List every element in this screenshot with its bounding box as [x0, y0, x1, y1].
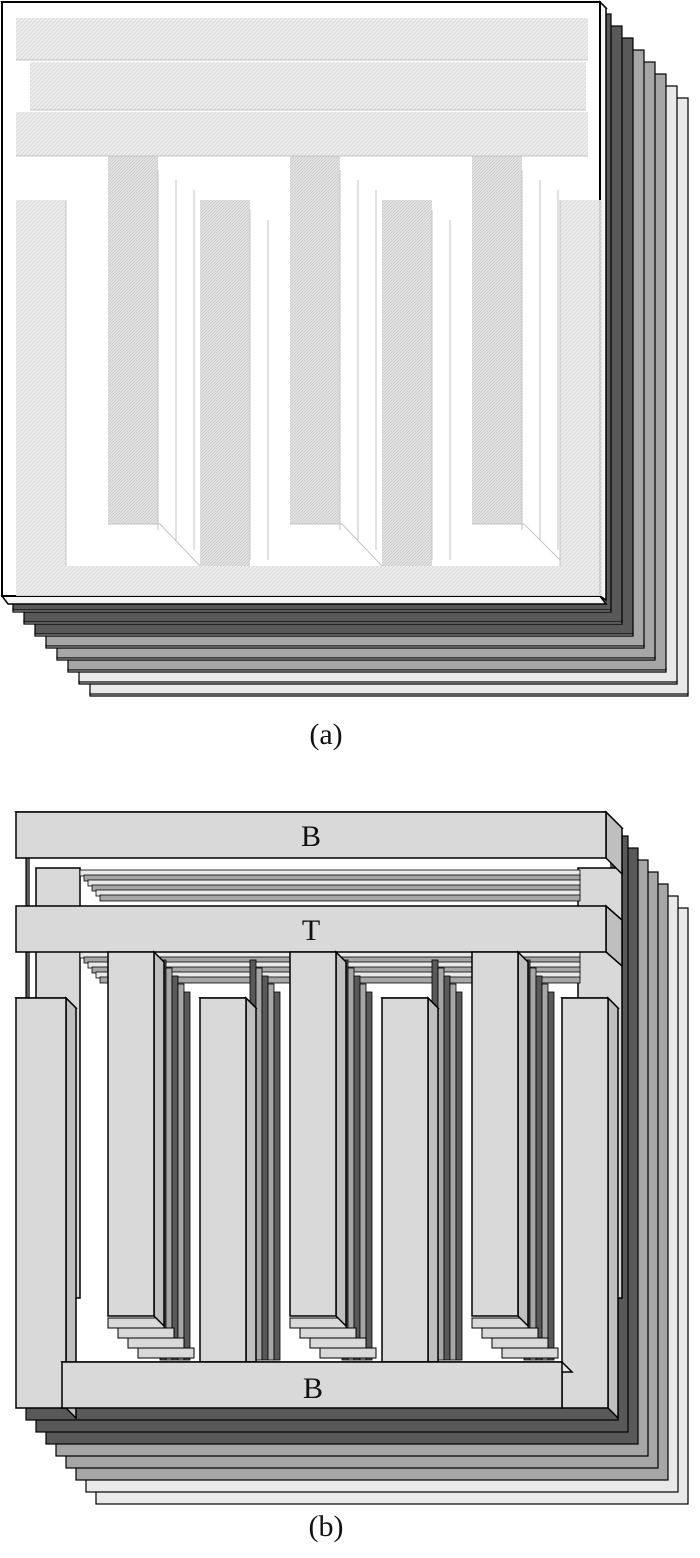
panel-b: B T B (b): [14, 810, 689, 1543]
cover-bottom-face: [0, 595, 608, 605]
inner-vertical-strip: [261, 975, 269, 1361]
pillar-step: [491, 1337, 549, 1349]
inner-vertical-strip: [455, 991, 463, 1361]
label-bottom-b: B: [303, 1372, 323, 1405]
faint-pillar-3: [472, 156, 522, 524]
inner-vertical-strip: [449, 983, 457, 1361]
right-leg-side-face: [607, 996, 619, 1420]
pillar-side-face: [153, 950, 165, 1328]
faint-pillar-1: [108, 156, 158, 524]
pillar-step: [501, 1347, 559, 1359]
left-leg-side-face: [65, 996, 77, 1420]
inner-vertical-strip: [541, 983, 549, 1361]
caption-a: (a): [309, 718, 342, 751]
faint-middle-bar: [16, 112, 588, 156]
pillar-step: [289, 1317, 347, 1329]
inner-column: [199, 997, 247, 1363]
inner-vertical-strip: [171, 975, 179, 1361]
faint-right-leg: [560, 200, 602, 596]
inner-vertical-strip: [255, 967, 263, 1361]
inner-column-side-face: [427, 996, 439, 1363]
inner-vertical-strip: [273, 991, 281, 1361]
panel-a: (a): [0, 0, 689, 751]
top-bar-b: B: [14, 810, 624, 876]
faint-winding-pattern: [16, 18, 602, 596]
left-leg-front: [15, 997, 67, 1409]
pillar-step: [309, 1337, 367, 1349]
inner-vertical-strip: [165, 967, 173, 1361]
inner-vertical-strip: [437, 967, 445, 1361]
bottom-bar-b-front: [61, 1361, 563, 1409]
inner-vertical-strip: [535, 975, 543, 1361]
right-leg-front: [561, 997, 609, 1409]
inner-vertical-strip: [347, 967, 355, 1361]
inner-strip: [99, 894, 581, 902]
inner-vertical-strip: [547, 991, 555, 1361]
left-leg: [14, 996, 78, 1420]
right-leg: [560, 996, 620, 1420]
inner-column: [381, 997, 429, 1363]
inner-vertical-strip: [443, 975, 451, 1361]
label-middle-t: T: [302, 914, 320, 947]
faint-top-bar-shadow: [30, 62, 586, 110]
label-top-b: B: [301, 820, 321, 853]
pillar: [289, 951, 337, 1317]
inner-vertical-strip: [353, 975, 361, 1361]
top-bar-b-front: [15, 811, 607, 859]
faint-top-bar: [16, 18, 588, 60]
pillar-step: [107, 1317, 165, 1329]
inner-vertical-strip: [177, 983, 185, 1361]
caption-b: (b): [309, 1510, 344, 1543]
faint-inner-2: [382, 200, 432, 566]
bottom-bar-b: B: [60, 1361, 574, 1409]
inner-column-side-face: [245, 996, 257, 1363]
pillar-step: [127, 1337, 185, 1349]
pillar-step: [299, 1327, 357, 1339]
faint-inner-1: [200, 200, 250, 566]
pillar: [107, 951, 155, 1317]
inner-vertical-strip: [183, 991, 191, 1361]
pillar-side-face: [335, 950, 347, 1328]
middle-bar-t: T: [15, 904, 623, 968]
pillar-step: [481, 1327, 539, 1339]
inner-vertical-strip: [267, 983, 275, 1361]
inner-vertical-strip: [365, 991, 373, 1361]
faint-pillar-2: [290, 156, 340, 524]
pillar-step: [117, 1327, 175, 1339]
pillar-side-face: [517, 950, 529, 1328]
inner-vertical-strip: [529, 967, 537, 1361]
inner-vertical-strip: [359, 983, 367, 1361]
middle-bar-t-front: [15, 905, 607, 953]
pillar: [471, 951, 519, 1317]
faint-left-leg: [16, 200, 66, 596]
pillars: [107, 950, 529, 1363]
pillar-step: [319, 1347, 377, 1359]
pillar-step: [471, 1317, 529, 1329]
panel-a-cover-block: [0, 0, 608, 605]
faint-bottom-bar: [62, 566, 562, 596]
pillar-step: [137, 1347, 195, 1359]
